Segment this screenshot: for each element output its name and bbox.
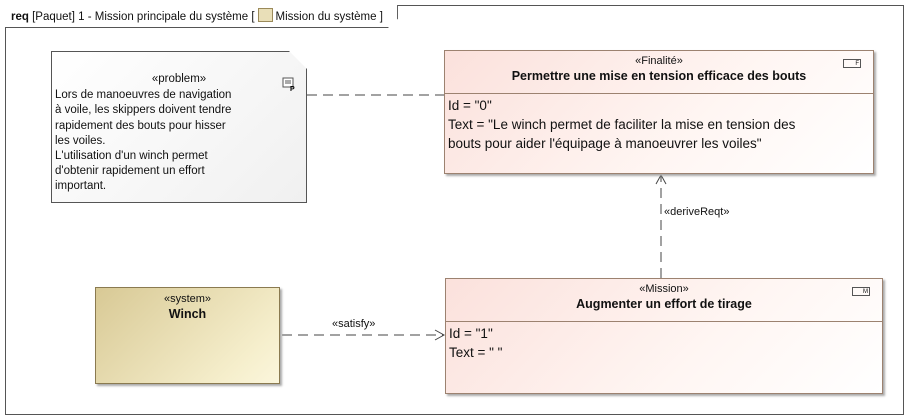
mission-text: Text = " " [449,345,503,360]
frame-diagram-name: Mission du système [275,11,377,23]
note-line: Lors de manoeuvres de navigation [55,89,232,102]
note-line: d'obtenir rapidement un effort [55,165,205,178]
mission-stereotype: «Mission» [639,283,689,295]
note-line: à voile, les skippers doivent tendre [55,104,232,117]
mission-name: Augmenter un effort de tirage [576,297,752,311]
note-line: rapidement des bouts pour hisser [55,119,226,132]
requirement-finalite[interactable]: «Finalité» Permettre une mise en tension… [444,50,874,174]
problem-note[interactable]: «problem» Lors de manoeuvres de navigati… [51,51,307,203]
diagram-icon [258,8,273,22]
finalite-stereotype: «Finalité» [635,55,683,67]
diagram-frame [5,5,904,415]
requirement-icon: M [852,287,870,296]
satisfy-arrowhead [434,329,446,341]
note-line: les voiles. [55,134,106,147]
mission-id: Id = "1" [449,326,493,341]
diagram-frame-tab: req [Paquet] 1 - Mission principale du s… [5,5,398,28]
requirement-mission[interactable]: «Mission» Augmenter un effort de tirage … [445,278,883,394]
note-line: important. [55,180,107,193]
finalite-text-cont: bouts pour aider l'équipage à manoeuvrer… [448,136,762,151]
frame-kind: req [11,11,29,23]
winch-name: Winch [168,307,207,321]
finalite-id: Id = "0" [448,98,492,113]
svg-text:P: P [290,86,295,91]
requirement-icon: F [843,59,861,68]
finalite-text: Text = "Le winch permet de faciliter la … [448,117,796,132]
frame-close-bracket: ] [379,11,383,23]
derive-arrowhead [655,173,667,185]
winch-stereotype: «system» [163,293,212,305]
satisfy-label: «satisfy» [332,318,376,330]
derive-label: «deriveReqt» [664,206,730,218]
frame-context: [Paquet] 1 - Mission principale du systè… [32,11,255,23]
block-winch[interactable]: «system» Winch [95,287,280,384]
note-icon: P [282,77,295,91]
note-stereotype: «problem» [151,73,207,85]
finalite-name: Permettre une mise en tension efficace d… [511,69,807,83]
note-line: L'utilisation d'un winch permet [55,150,208,163]
